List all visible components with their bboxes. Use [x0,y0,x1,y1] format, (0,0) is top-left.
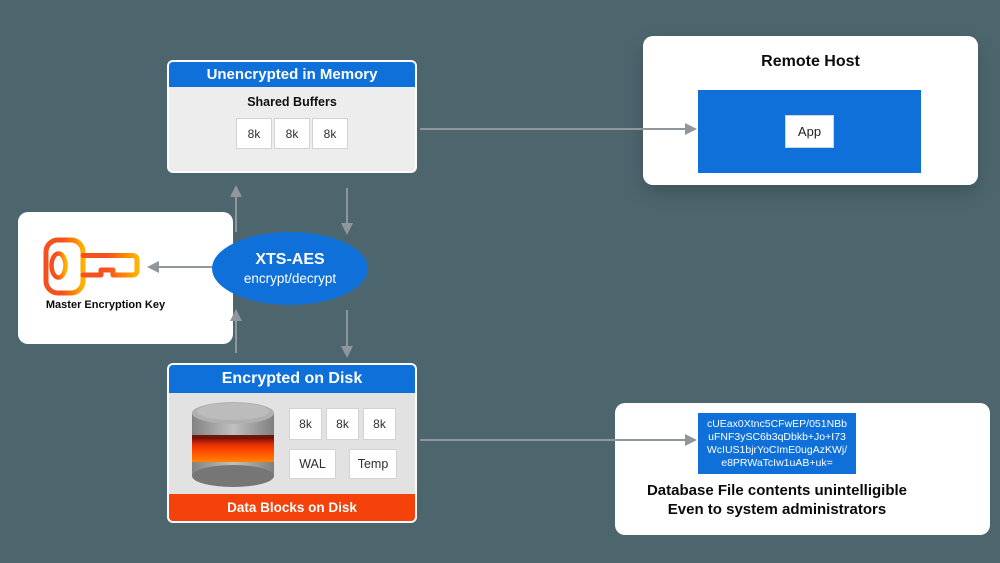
cipher-subtitle: encrypt/decrypt [243,271,337,286]
disk-block: 8k [363,408,396,440]
disk-block: 8k [326,408,359,440]
disk-box-footer: Data Blocks on Disk [169,494,415,521]
arrow-head-up-icon [230,309,242,321]
arrow-head-right-icon [685,123,697,135]
memory-box-body: Shared Buffers 8k 8k 8k [169,87,415,171]
disk-box-title: Encrypted on Disk [169,365,415,393]
app-box: App [785,115,834,148]
temp-block: Temp [349,449,397,479]
remote-host-title: Remote Host [761,53,860,70]
cipher-title: XTS-AES [255,251,325,268]
shared-buffers-label: Shared Buffers [247,95,337,109]
disk-block: 8k [289,408,322,440]
database-cylinder-icon [192,401,274,487]
master-key-label: Master Encryption Key [45,299,166,311]
arrow-line [235,196,237,232]
wal-block: WAL [289,449,336,479]
master-key-icon [43,237,140,296]
disk-blocks-row: 8k 8k 8k [289,408,397,440]
arrow-head-left-icon [147,261,159,273]
cipher-ellipse: XTS-AES encrypt/decrypt [212,232,368,305]
arrow-head-up-icon [230,185,242,197]
memory-block: 8k [312,118,348,149]
disk-blocks: 8k 8k 8k WAL Temp [289,408,397,479]
arrow-head-down-icon [341,223,353,235]
disk-box-body: 8k 8k 8k WAL Temp [169,393,415,494]
arrow-head-down-icon [341,346,353,358]
cipher-text-line: cUEax0Xtnc5CFwEP/051NBb [706,417,848,430]
memory-box-title: Unencrypted in Memory [169,62,415,87]
arrow-line [420,128,686,130]
output-caption-line: Database File contents unintelligible [646,482,908,499]
arrow-line [235,320,237,353]
arrow-line [420,439,686,441]
output-caption: Database File contents unintelligible Ev… [612,481,942,519]
disk-box: Encrypted on Disk [167,363,417,523]
arrow-line [159,266,212,268]
arrow-head-right-icon [685,434,697,446]
memory-blocks-row: 8k 8k 8k [169,118,415,149]
memory-box: Unencrypted in Memory Shared Buffers 8k … [167,60,417,173]
output-caption-line: Even to system administrators [667,501,887,518]
disk-wal-temp-row: WAL Temp [289,449,397,479]
remote-host-box: App [698,90,921,173]
encrypted-output-box: cUEax0Xtnc5CFwEP/051NBb uFNF3ySC6b3qDbkb… [698,413,856,474]
master-key-panel [18,212,233,344]
arrow-line [346,310,348,347]
arrow-line [346,188,348,224]
memory-block: 8k [274,118,310,149]
cipher-text-line: uFNF3ySC6b3qDbkb+Jo+I73 [708,430,846,443]
cipher-text-line: e8PRWaTcIw1uAB+uk= [721,456,833,469]
memory-block: 8k [236,118,272,149]
cipher-text-line: WcIUS1bjrYoCImE0ugAzKWj/ [706,443,848,456]
